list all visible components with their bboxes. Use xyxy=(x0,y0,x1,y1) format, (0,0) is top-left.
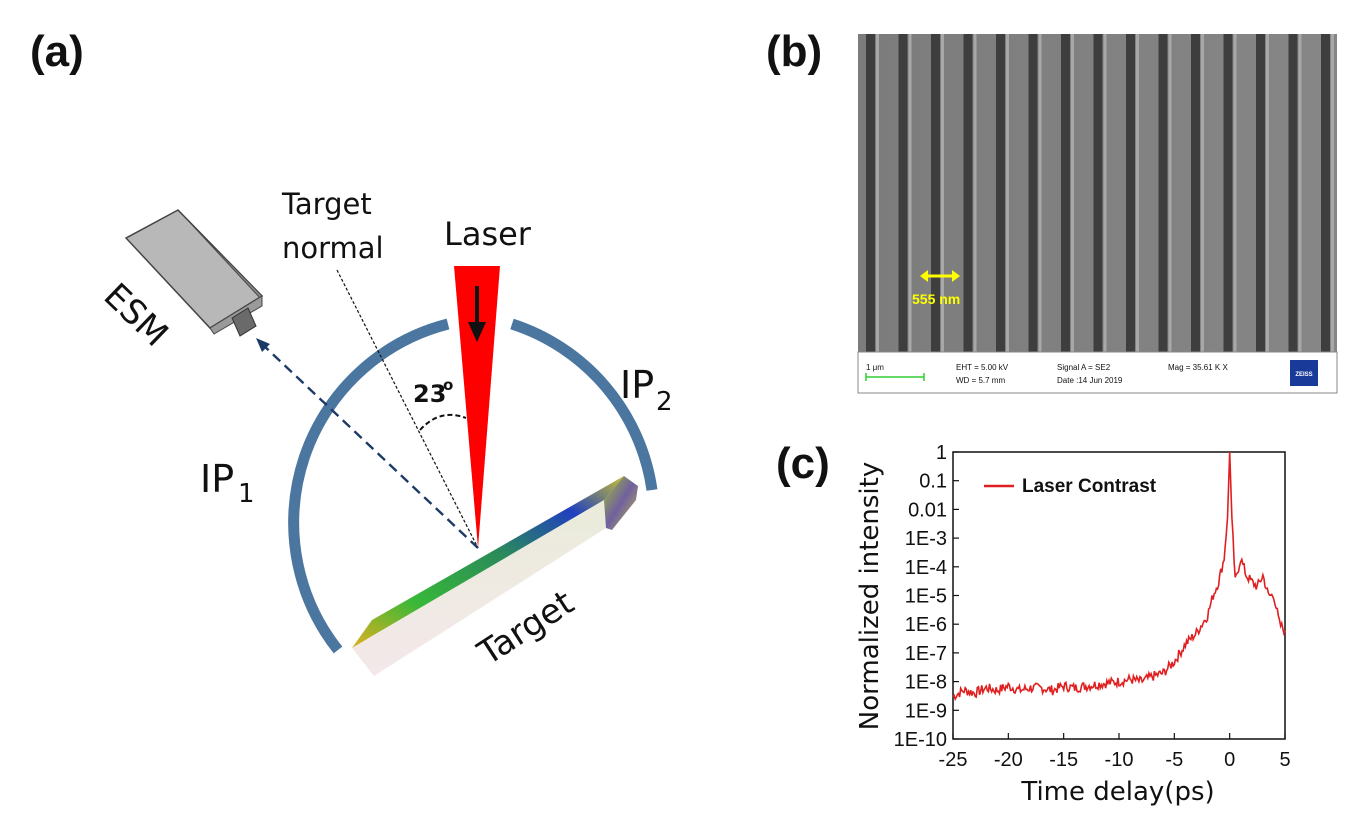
sem-groove xyxy=(1061,34,1070,352)
sem-groove xyxy=(1223,34,1233,352)
ip1-subscript: 1 xyxy=(238,479,255,509)
sem-ridge-edge xyxy=(941,34,944,352)
ip2-subscript: 2 xyxy=(656,387,673,417)
period-marker-left-head xyxy=(920,270,928,282)
sem-ridge-edge xyxy=(908,34,912,352)
esm-label: ESM xyxy=(96,276,176,355)
sem-eht: EHT = 5.00 kV xyxy=(956,363,1009,372)
y-tick-label: 1E-10 xyxy=(894,729,947,751)
angle-value: 23 xyxy=(413,380,446,408)
x-tick-label: 5 xyxy=(1279,749,1290,771)
sem-ridge-edge xyxy=(1038,34,1042,352)
y-axis: 1 0.1 0.01 1E-3 1E-4 1E-5 1E-6 1E-7 1E-8 1E-9 1E-1… xyxy=(894,442,959,751)
target-normal-label-2: normal xyxy=(282,231,384,265)
panel-c-label: (c) xyxy=(776,439,830,488)
sem-ridge-edge xyxy=(1266,34,1269,352)
sem-groove xyxy=(996,34,1005,352)
y-tick-label: 1 xyxy=(936,442,947,464)
x-axis-label: Time delay(ps) xyxy=(1020,777,1214,807)
series-line-laser-contrast xyxy=(952,451,1286,702)
angle-degree: o xyxy=(443,376,453,394)
y-tick-label: 1E-6 xyxy=(905,614,947,636)
x-tick-label: 0 xyxy=(1224,749,1235,771)
esm-direction-line xyxy=(261,343,479,549)
sem-ridge-edge xyxy=(1006,34,1009,352)
panel-b-label: (b) xyxy=(766,27,822,76)
ip1-arc xyxy=(288,318,450,654)
legend-label: Laser Contrast xyxy=(1022,476,1157,497)
sem-signal: Signal A = SE2 xyxy=(1057,363,1111,372)
target-normal-line xyxy=(336,269,479,549)
sem-ridge-edge xyxy=(1136,34,1139,352)
zeiss-logo xyxy=(1290,360,1318,386)
y-tick-label: 1E-7 xyxy=(905,643,947,665)
sem-groove xyxy=(1256,34,1265,352)
x-tick-label: -15 xyxy=(1049,749,1078,771)
y-tick-label: 1E-9 xyxy=(905,700,947,722)
sem-groove xyxy=(1158,34,1168,352)
ip1-label: IP xyxy=(200,457,234,501)
y-tick-label: 1E-3 xyxy=(905,528,947,550)
x-axis: -25 -20 -15 -10 -5 0 5 xyxy=(939,733,1291,771)
sem-mag: Mag = 35.61 K X xyxy=(1168,363,1228,372)
x-tick-label: -20 xyxy=(994,749,1023,771)
laser-label: Laser xyxy=(444,215,532,253)
target-normal-label-1: Target xyxy=(281,187,372,221)
sem-ridge-edge xyxy=(1168,34,1172,352)
sem-ridge-edge xyxy=(973,34,977,352)
sem-groove xyxy=(1321,34,1330,352)
sem-groove xyxy=(898,34,908,352)
y-tick-label: 0.01 xyxy=(908,499,947,521)
y-tick-label: 1E-8 xyxy=(905,672,947,694)
sem-ridge-edge xyxy=(1071,34,1074,352)
laser-arrow-head xyxy=(468,322,486,342)
contrast-chart: -25 -20 -15 -10 -5 0 5 1 0.1 0.01 1E-3 1E-4 1E-5 1E-… xyxy=(855,442,1291,807)
sem-image xyxy=(857,34,1338,394)
sem-groove xyxy=(1191,34,1200,352)
sem-groove xyxy=(1028,34,1038,352)
plot-frame xyxy=(952,451,1286,740)
x-tick-label: -5 xyxy=(1165,749,1183,771)
panel-a-label: (a) xyxy=(30,27,84,76)
ip2-label: IP xyxy=(620,363,654,407)
sem-grating-stripes xyxy=(866,34,1334,352)
sem-date: Date :14 Jun 2019 xyxy=(1057,376,1123,385)
sem-ridge-edge xyxy=(1201,34,1204,352)
sem-wd: WD = 5.7 mm xyxy=(956,376,1005,385)
y-tick-label: 0.1 xyxy=(919,471,947,493)
period-marker-right-head xyxy=(952,270,960,282)
laser-beam xyxy=(454,266,500,548)
sem-ridge-edge xyxy=(876,34,879,352)
sem-groove xyxy=(1126,34,1135,352)
sem-ridge-edge xyxy=(1103,34,1107,352)
sem-groove xyxy=(963,34,973,352)
period-label: 555 nm xyxy=(912,291,960,307)
sem-ridge-edge xyxy=(1298,34,1302,352)
sem-ridge-edge xyxy=(1331,34,1334,352)
sem-groove xyxy=(1093,34,1103,352)
ip2-arc xyxy=(510,318,658,491)
x-tick-label: -10 xyxy=(1105,749,1134,771)
y-tick-label: 1E-5 xyxy=(905,586,947,608)
target-block xyxy=(352,476,638,676)
sem-ridge-edge xyxy=(1233,34,1237,352)
sem-groove xyxy=(1288,34,1298,352)
esm-direction-arrowhead xyxy=(256,338,270,352)
sem-groove xyxy=(866,34,875,352)
angle-arc xyxy=(419,414,467,431)
zeiss-logo-text: ZEISS xyxy=(1295,372,1312,378)
sem-scale-text: 1 μm xyxy=(866,363,884,372)
esm-detector xyxy=(124,209,264,337)
y-axis-label: Normalized intensity xyxy=(855,462,885,730)
sem-groove xyxy=(931,34,940,352)
y-tick-label: 1E-4 xyxy=(905,557,947,579)
x-tick-label: -25 xyxy=(939,749,968,771)
